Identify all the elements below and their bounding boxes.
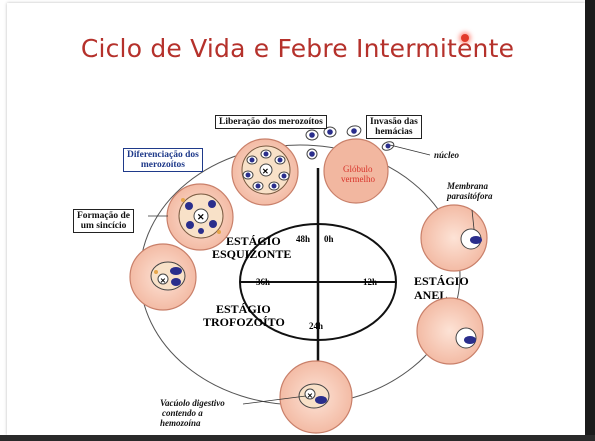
slide-title: Ciclo de Vida e Febre Intermitente (80, 34, 515, 63)
hour-48h: 48h (296, 234, 310, 244)
svg-text:✕: ✕ (197, 212, 205, 222)
trophozoite-cell: ✕ (279, 360, 353, 434)
red-blood-cell: Glóbulo vermelho (323, 138, 389, 204)
laser-pointer-icon (461, 34, 469, 42)
liberacao-text: Liberação dos merozoítos (219, 117, 323, 127)
schizont-cell: ✕ (129, 243, 197, 311)
hour-36h: 36h (256, 277, 270, 287)
differentiation-cell: ✕ (231, 138, 299, 206)
membrana-line1: Membrana (447, 181, 489, 191)
svg-text:✕: ✕ (307, 392, 313, 400)
svg-text:Glóbulo: Glóbulo (343, 164, 373, 174)
label-vacuolo-digestivo: Vacúolo digestivo contendo a hemozoína (160, 398, 225, 428)
window-edge-right (585, 0, 595, 441)
ring-cell-membrane (420, 204, 488, 272)
formacao-line2: um sincício (80, 221, 127, 231)
diferenciacao-line2: merozoítos (140, 160, 185, 170)
stage-troph-line1: ESTÁGIO (216, 302, 271, 316)
vacuolo-line1: Vacúolo digestivo (160, 398, 225, 408)
svg-text:✕: ✕ (262, 167, 269, 176)
ring-cell-2 (416, 297, 484, 365)
stage-troph-line2: TROFOZOÍTO (203, 315, 285, 329)
label-liberacao-merozoitos: Liberação dos merozoítos (215, 115, 327, 129)
label-membrana-parasitofora: Membrana parasitófora (447, 181, 493, 201)
stage-schizont-line2: ESQUIZONTE (212, 247, 291, 261)
invasao-line2: hemácias (375, 127, 413, 137)
window-edge-bottom (0, 435, 595, 441)
vacuolo-pointer (242, 395, 307, 405)
label-invasao-hemacias: Invasão das hemácias (366, 115, 422, 139)
stage-ring-line1: ESTÁGIO (414, 274, 469, 288)
syncytium-cell: ✕ (166, 183, 234, 251)
vacuolo-line3: hemozoína (160, 418, 201, 428)
svg-text:vermelho: vermelho (341, 174, 375, 184)
invasao-line1: Invasão das (370, 117, 418, 127)
vacuolo-line2: contendo a (162, 408, 203, 418)
free-merozoites (305, 125, 395, 160)
stage-schizont-line1: ESTÁGIO (226, 234, 281, 248)
hour-0h: 0h (324, 234, 334, 244)
stage-ring-line2: ANEL (414, 288, 447, 302)
hour-12h: 12h (363, 277, 377, 287)
formacao-line1: Formação de (77, 211, 131, 221)
membrana-line2: parasitófora (447, 191, 493, 201)
label-nucleo: núcleo (434, 150, 460, 160)
svg-text:✕: ✕ (160, 277, 166, 285)
label-formacao-sincicio: Formação de um sincício (73, 209, 135, 233)
hour-24h: 24h (309, 321, 323, 331)
nucleo-pointer (389, 144, 431, 156)
label-diferenciacao-merozoitos: Diferenciação dos merozoítos (123, 148, 203, 172)
diferenciacao-line1: Diferenciação dos (127, 150, 199, 160)
